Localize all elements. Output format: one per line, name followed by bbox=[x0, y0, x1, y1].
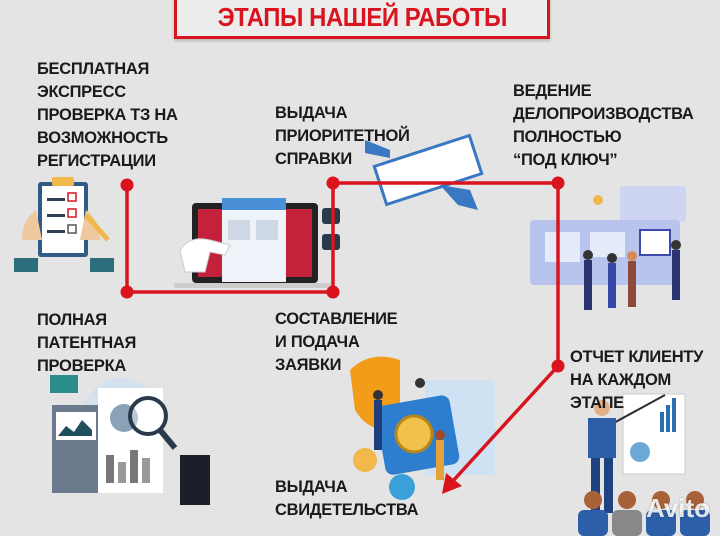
step-line: ПРОВЕРКА bbox=[37, 357, 126, 375]
step-line: ЭТАПЕ bbox=[570, 394, 624, 412]
step-application-filing: СОСТАВЛЕНИЕ И ПОДАЧА ЗАЯВКИ bbox=[275, 308, 398, 377]
step-line: “ПОД КЛЮЧ” bbox=[513, 151, 618, 169]
step-free-express-check: БЕСПЛАТНАЯ ЭКСПРЕСС ПРОВЕРКА ТЗ НА ВОЗМО… bbox=[37, 58, 178, 173]
step-certificate-issue: ВЫДАЧА СВИДЕТЕЛЬСТВА bbox=[275, 476, 419, 522]
checklist-clipboard-icon bbox=[14, 177, 114, 272]
step-line: ДЕЛОПРОИЗВОДСТВА bbox=[513, 105, 694, 123]
step-line: ВЫДАЧА bbox=[275, 478, 348, 496]
step-line: ПАТЕНТНАЯ bbox=[37, 334, 137, 352]
page-title: ЭТАПЫ НАШЕЙ РАБОТЫ bbox=[217, 2, 507, 32]
magnifier-analytics-icon bbox=[50, 375, 210, 505]
route-dots bbox=[120, 176, 565, 373]
step-line: ПОЛНАЯ bbox=[37, 311, 107, 329]
trademark-certificate-icon bbox=[350, 356, 495, 500]
step-line: РЕГИСТРАЦИИ bbox=[37, 152, 156, 170]
route-arrowhead bbox=[442, 473, 462, 494]
step-turnkey-management: ВЕДЕНИЕ ДЕЛОПРОИЗВОДСТВА ПОЛНОСТЬЮ “ПОД … bbox=[513, 80, 694, 172]
step-line: ЗАЯВКИ bbox=[275, 356, 342, 374]
step-line: ВЫДАЧА bbox=[275, 104, 348, 122]
step-line: ВОЗМОЖНОСТЬ bbox=[37, 129, 168, 147]
step-line: СОСТАВЛЕНИЕ bbox=[275, 310, 398, 328]
step-priority-certificate: ВЫДАЧА ПРИОРИТЕТНОЙ СПРАВКИ bbox=[275, 102, 410, 171]
step-line: ОТЧЕТ КЛИЕНТУ bbox=[570, 348, 704, 366]
laptop-form-icon bbox=[174, 198, 340, 288]
step-full-patent-check: ПОЛНАЯ ПАТЕНТНАЯ ПРОВЕРКА bbox=[37, 309, 136, 378]
step-line: ЭКСПРЕСС bbox=[37, 83, 126, 101]
step-line: ВЕДЕНИЕ bbox=[513, 82, 592, 100]
team-dashboard-icon bbox=[530, 186, 686, 310]
step-line: БЕСПЛАТНАЯ bbox=[37, 60, 150, 78]
watermark-logo: Avito bbox=[645, 493, 710, 523]
step-line: ПОЛНОСТЬЮ bbox=[513, 128, 622, 146]
step-line: ПРИОРИТЕТНОЙ bbox=[275, 127, 410, 145]
step-line: СВИДЕТЕЛЬСТВА bbox=[275, 501, 419, 519]
presentation-icon bbox=[578, 393, 710, 536]
signing-document-icon bbox=[365, 133, 484, 210]
step-line: И ПОДАЧА bbox=[275, 333, 360, 351]
step-line: СПРАВКИ bbox=[275, 150, 352, 168]
title-box: ЭТАПЫ НАШЕЙ РАБОТЫ bbox=[174, 0, 550, 39]
step-line: НА КАЖДОМ bbox=[570, 371, 671, 389]
step-client-report: ОТЧЕТ КЛИЕНТУ НА КАЖДОМ ЭТАПЕ bbox=[570, 346, 703, 415]
step-line: ПРОВЕРКА ТЗ НА bbox=[37, 106, 178, 124]
